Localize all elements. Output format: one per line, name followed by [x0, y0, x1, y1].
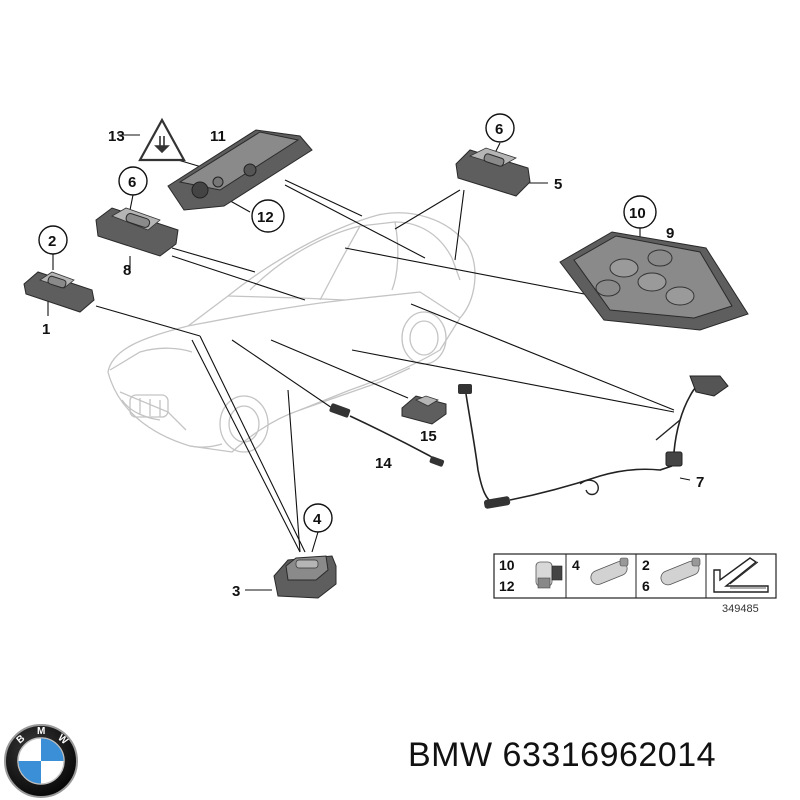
- warning-triangle-icon: [138, 117, 186, 162]
- part-3-lamp: [273, 555, 337, 599]
- callouts: 13 11 6 12 2 8 1 6 5 10 9 15 14 7 4 3: [38, 113, 704, 600]
- callout-10: 10: [629, 205, 646, 222]
- legend-cell3-top: 2: [642, 557, 650, 573]
- part-9-roof-module: [559, 231, 749, 331]
- legend-cell1-top: 10: [499, 557, 515, 573]
- callout-7: 7: [696, 474, 704, 491]
- part-7-cable-harness: [458, 375, 729, 509]
- callout-5: 5: [554, 176, 562, 193]
- legend-cell3-bottom: 6: [642, 578, 650, 594]
- festoon-bulb-small-icon: [590, 557, 629, 585]
- callout-6b: 6: [495, 121, 503, 138]
- wedge-bulb-icon: [535, 561, 563, 589]
- figure-number: 349485: [722, 603, 759, 615]
- bmw-logo: B M W: [4, 724, 78, 798]
- callout-12: 12: [257, 209, 274, 226]
- callout-4: 4: [313, 511, 322, 528]
- arrow-icon: [713, 557, 769, 593]
- part-11-module: [167, 129, 313, 211]
- callout-15: 15: [420, 428, 437, 445]
- callout-circle-4: [303, 503, 333, 533]
- callout-14: 14: [375, 455, 392, 472]
- callout-circle-6b: [485, 113, 515, 143]
- part-number-caption: BMW 63316962014: [408, 736, 717, 774]
- festoon-bulb-large-icon: [660, 557, 701, 586]
- callout-circle-2: [38, 225, 68, 255]
- callout-8: 8: [123, 262, 131, 279]
- legend-cell2-top: 4: [572, 557, 580, 573]
- callout-11: 11: [210, 128, 226, 145]
- part-14-cable: [329, 403, 445, 467]
- leader-lines: [47, 134, 691, 591]
- part-8-lamp: [95, 207, 179, 257]
- callout-circle-12: [251, 199, 285, 233]
- callout-1: 1: [42, 321, 50, 338]
- part-5-lamp: [455, 147, 531, 197]
- legend-cell1-bottom: 12: [499, 578, 515, 594]
- part-15-lamp: [401, 395, 447, 425]
- part-1-lamp: [23, 271, 95, 313]
- callout-9: 9: [666, 225, 674, 242]
- bulb-legend: 10 12 4 2 6 349485: [493, 553, 777, 615]
- callout-13: 13: [108, 128, 125, 145]
- callout-6a: 6: [128, 174, 136, 191]
- callout-circle-6a: [118, 166, 148, 196]
- logo-letter-m: M: [37, 726, 45, 737]
- callout-circle-10: [623, 195, 657, 229]
- callout-3: 3: [232, 583, 240, 600]
- callout-2: 2: [48, 233, 56, 250]
